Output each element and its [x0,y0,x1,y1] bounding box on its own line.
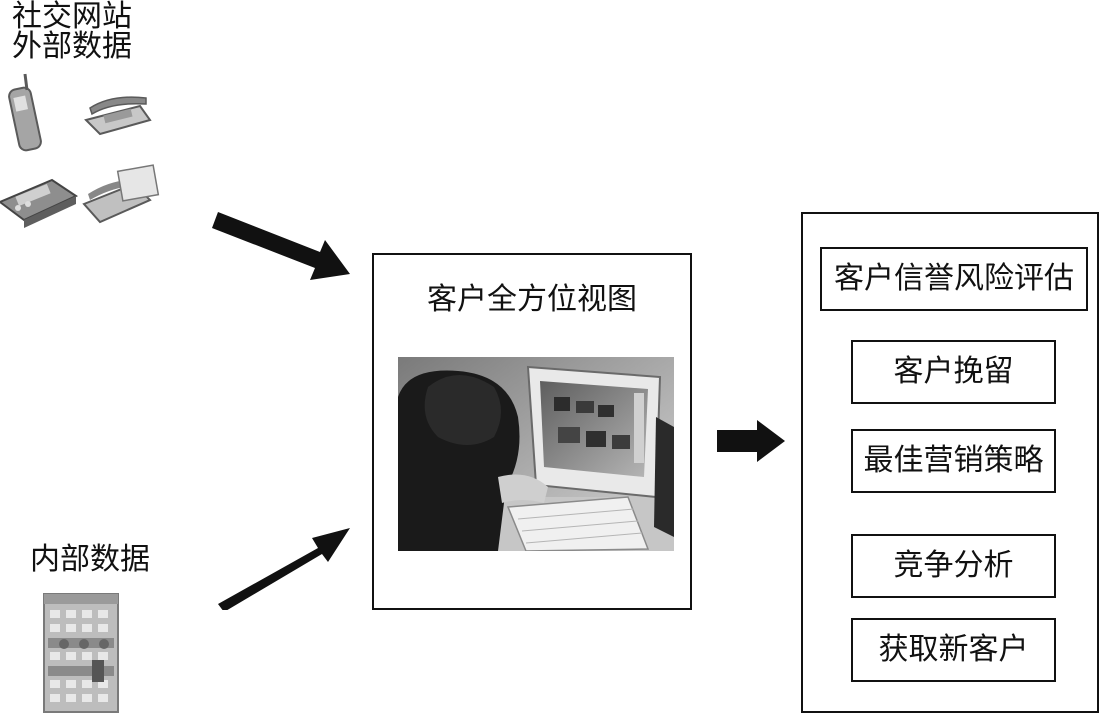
phone-with-paper-icon [82,164,160,224]
computer-monitor [526,365,674,537]
mobile-phone-icon [8,73,42,152]
customer-360-view-title: 客户全方位视图 [427,282,637,317]
person-silhouette [398,370,548,551]
output-best-marketing-strategy: 最佳营销策略 [851,429,1056,493]
arrow-social-to-center [212,212,350,280]
output-new-customer-acquisition: 获取新客户 [851,618,1056,682]
phones-fax-icon [0,73,160,228]
output-customer-retention: 客户挽留 [851,340,1056,404]
person-at-computer-photo [398,357,674,551]
social-external-label-line1: 社交网站 [12,0,132,34]
office-building-icon [43,593,119,713]
arrow-internal-to-center [218,528,350,610]
desk-phone-icon [84,96,152,136]
fax-machine-icon [0,178,79,228]
social-external-label-line2: 外部数据 [12,29,132,64]
output-competitive-analysis: 竞争分析 [851,534,1056,598]
internal-data-label: 内部数据 [30,542,150,577]
applications-box: 客户信誉风险评估 客户挽留 最佳营销策略 竞争分析 获取新客户 [801,212,1099,713]
customer-360-view-box: 客户全方位视图 [372,253,692,610]
arrow-center-to-outputs [717,420,785,462]
output-credit-risk-assessment: 客户信誉风险评估 [820,247,1088,311]
